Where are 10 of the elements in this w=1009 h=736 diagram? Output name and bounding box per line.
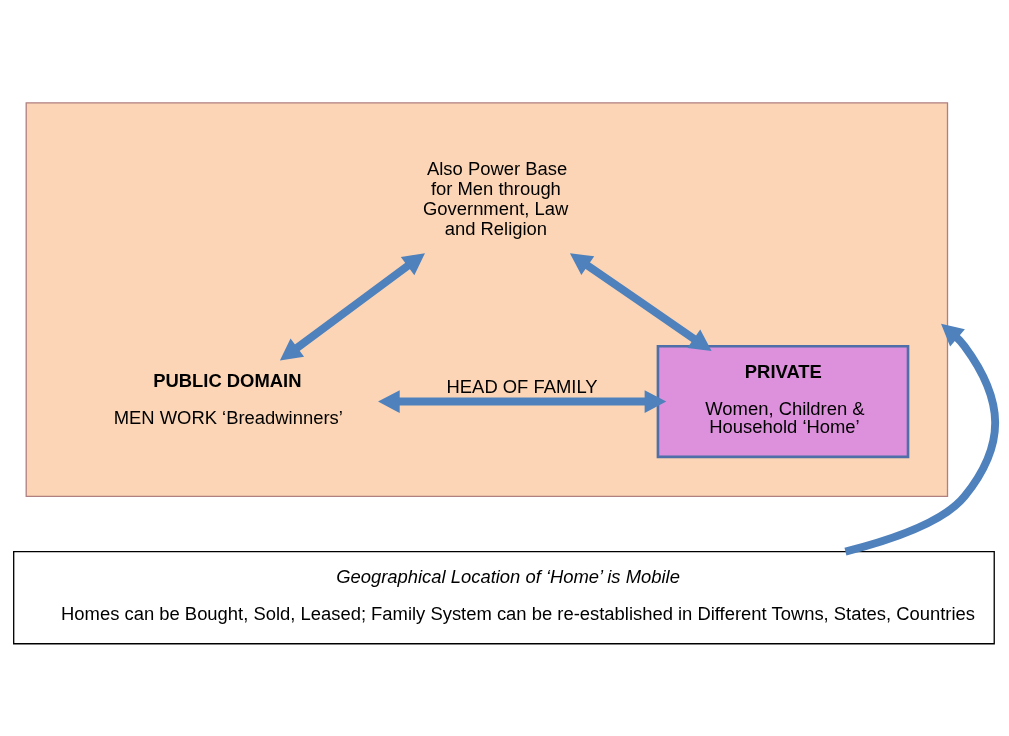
cluster (25, 102, 949, 497)
node-box: Geographical Location of ‘Home’ is Mobile Homes can be Bought, Sold, Leased; Family System can be re-established in Different Towns, States, Countries (13, 550, 995, 645)
arrow (569, 253, 712, 352)
arrow (378, 390, 667, 413)
arrow (844, 323, 1000, 556)
node-text: PUBLIC DOMAIN MEN WORK ‘Breadwinners’ (113, 370, 343, 429)
node-text: Also Power Base for Men through Government, Law and Religion (423, 158, 569, 239)
edge-label: HEAD OF FAMILY (446, 375, 598, 397)
arrow (279, 253, 425, 361)
node-box: PRIVATE Women, Children & Household ‘Home’ (656, 344, 910, 459)
